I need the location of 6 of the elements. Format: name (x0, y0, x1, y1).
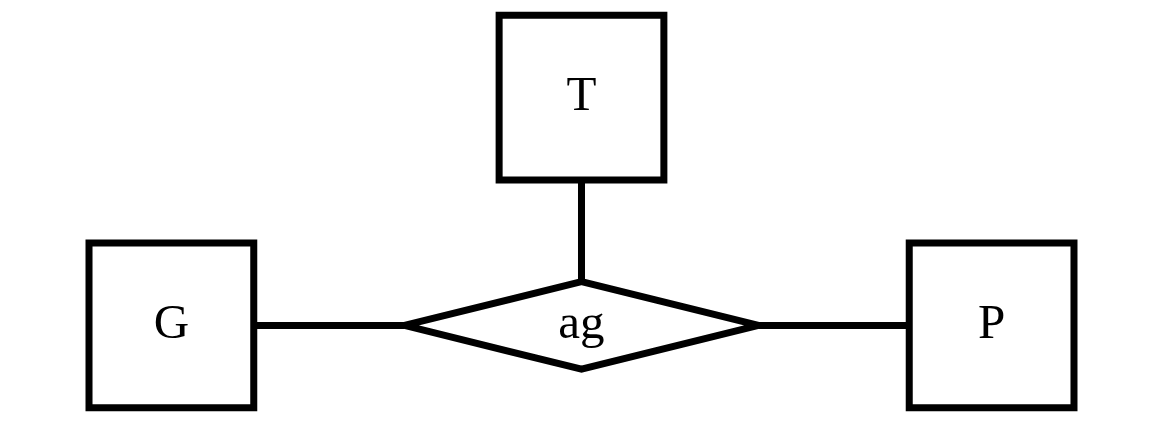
node-box: P (905, 239, 1078, 412)
connector (578, 180, 585, 282)
node-box: T (495, 11, 668, 184)
node-box: G (85, 239, 258, 412)
connector (758, 321, 910, 329)
connector (253, 321, 405, 329)
